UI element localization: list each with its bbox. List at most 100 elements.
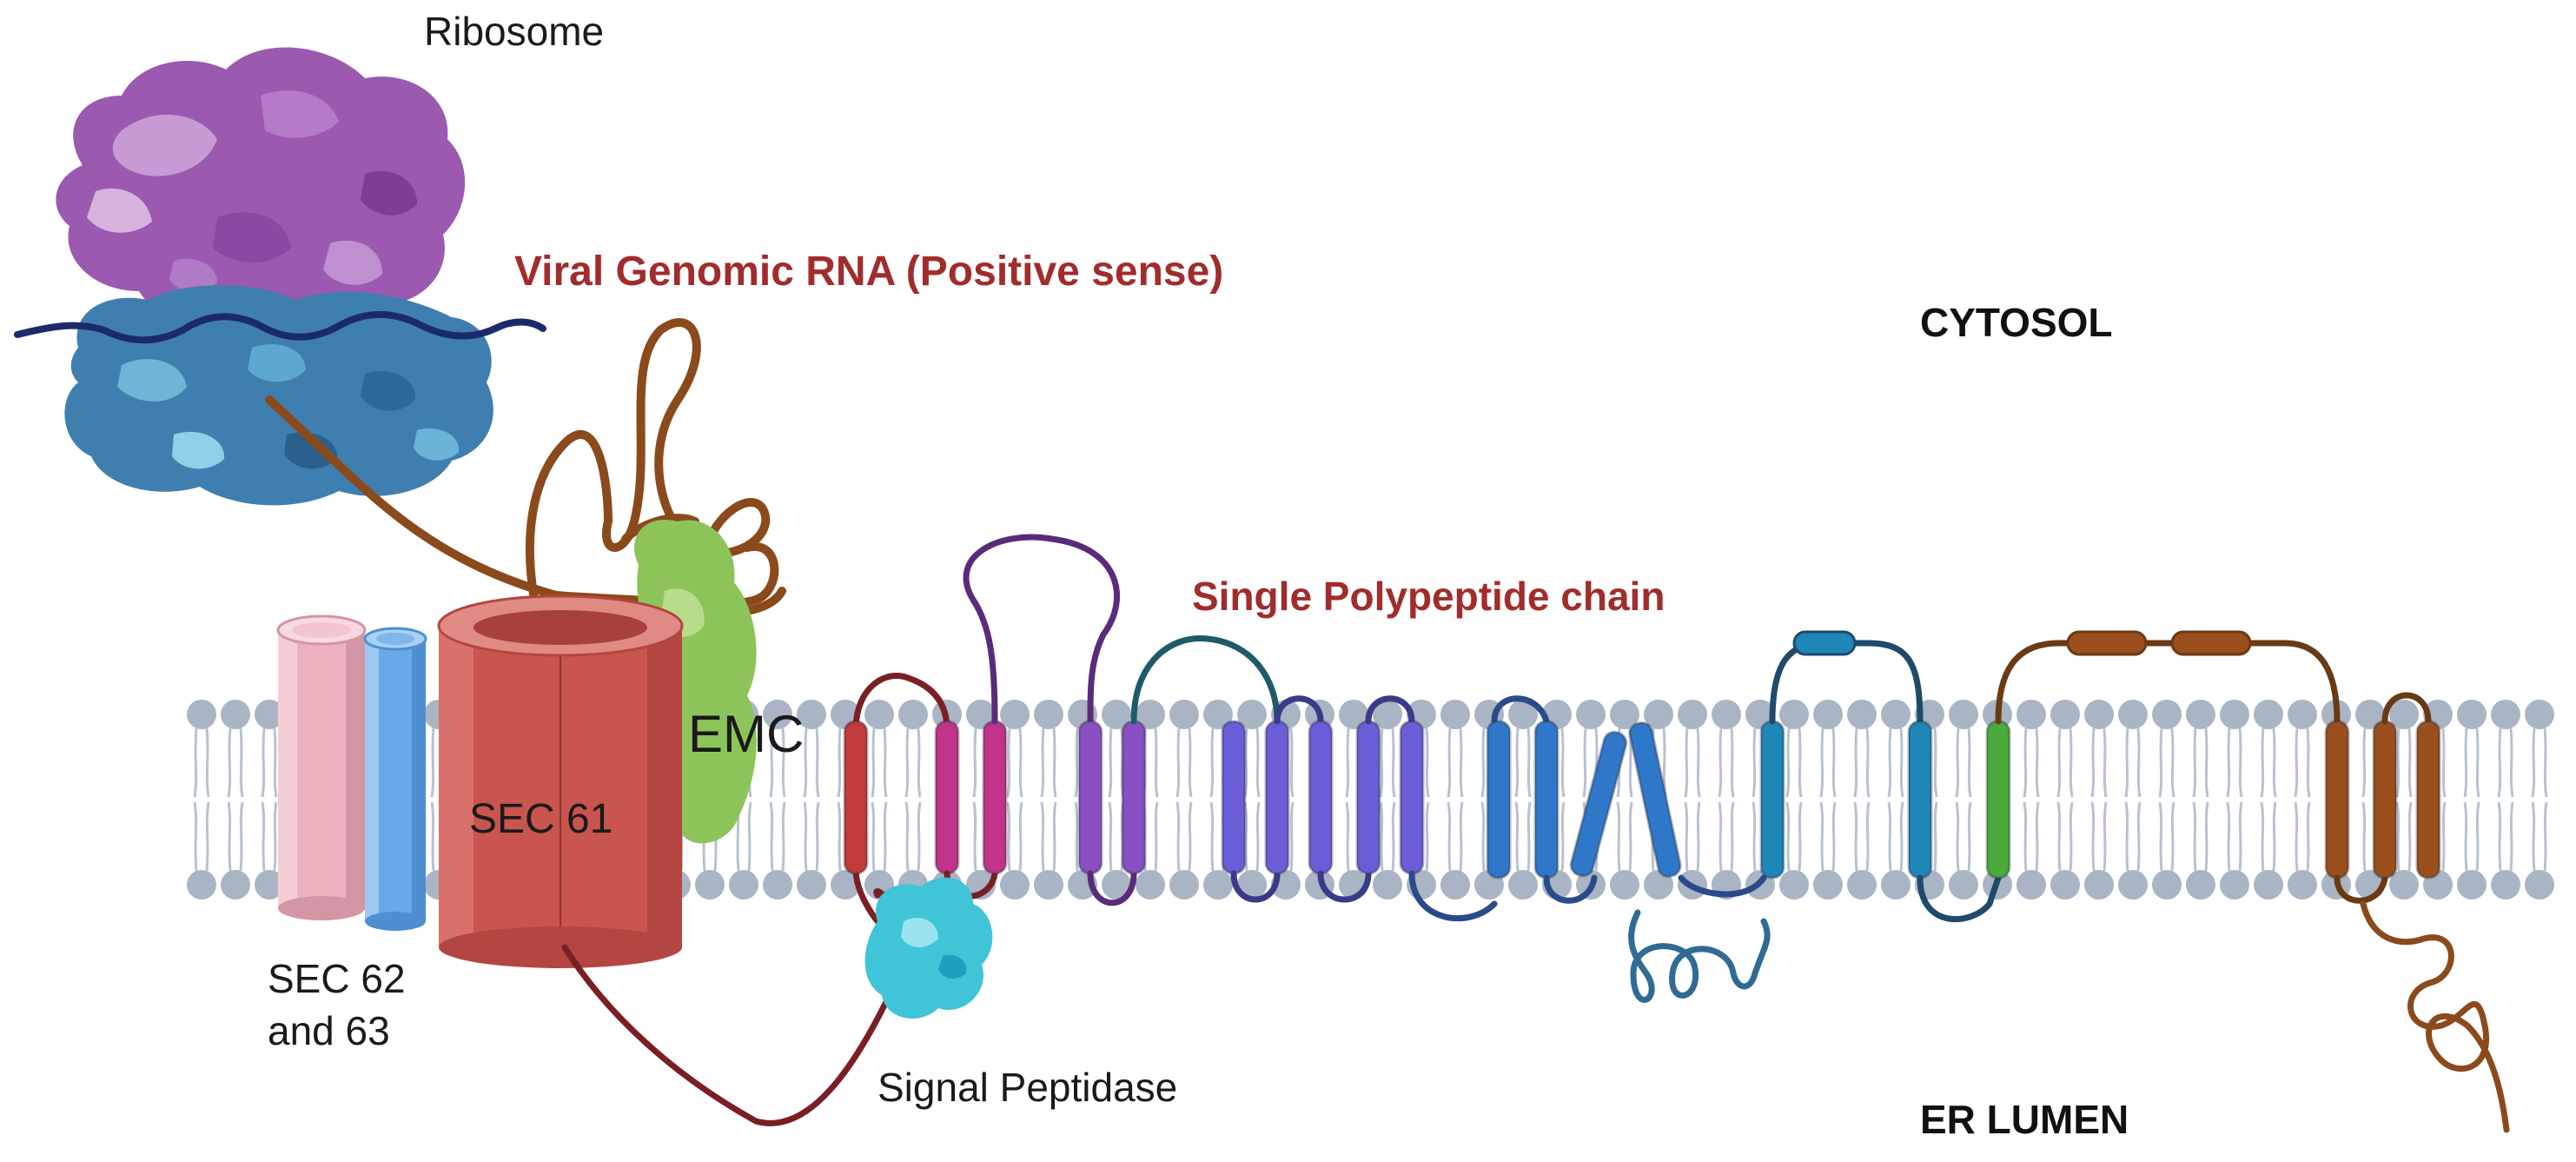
lipid-head <box>763 870 792 900</box>
lipid-head <box>1237 870 1267 900</box>
lipid-head <box>2525 870 2554 900</box>
lipid-head <box>1779 870 1809 900</box>
polypeptide-label: Single Polypeptide chain <box>1192 574 1665 619</box>
lipid-head <box>2016 700 2046 729</box>
lipid-head <box>187 700 216 729</box>
lipid-head <box>2186 870 2215 900</box>
amphipathic-helix <box>1792 630 1857 656</box>
lipid-head <box>255 700 284 729</box>
lipid-head <box>1847 870 1877 900</box>
lipid-head <box>2050 870 2080 900</box>
lipid-head <box>1034 870 1063 900</box>
lipid-head <box>1508 700 1538 729</box>
polypeptide-loop <box>963 534 1120 725</box>
lipid-head <box>1881 870 1910 900</box>
lipid-head <box>1169 870 1199 900</box>
lipid-head <box>695 870 725 900</box>
lipid-head <box>187 870 216 900</box>
lipid-head <box>1576 700 1606 729</box>
signal-peptidase-label: Signal Peptidase <box>877 1065 1178 1110</box>
lipid-head <box>1203 870 1233 900</box>
lipid-head <box>1779 700 1809 729</box>
viral-rna-label: Viral Genomic RNA (Positive sense) <box>514 249 1224 295</box>
lipid-head <box>1610 870 1639 900</box>
lipid-head <box>2118 870 2148 900</box>
sec61-label: SEC 61 <box>469 796 613 842</box>
polypeptide-loop <box>1917 874 2002 922</box>
transmembrane-helix <box>982 720 1008 875</box>
lipid-head <box>2288 870 2317 900</box>
lipid-head <box>2288 700 2317 729</box>
lipid-head <box>2220 700 2249 729</box>
lipid-head <box>1373 870 1402 900</box>
lipid-head <box>1712 700 1741 729</box>
lipid-head <box>1508 870 1538 900</box>
lipid-head <box>1373 700 1402 729</box>
transmembrane-helix <box>1759 720 1785 880</box>
polypeptide-loop <box>1408 870 1498 922</box>
lipid-head <box>1440 700 1470 729</box>
lipid-head <box>1339 700 1368 729</box>
ribosome-large-subunit <box>56 47 466 328</box>
sec62-label-line2: and 63 <box>268 1008 390 1053</box>
transmembrane-helix <box>1486 720 1512 880</box>
lumenal-tail-blue <box>1628 909 1771 1003</box>
lipid-head <box>1136 870 1165 900</box>
lipid-head <box>2084 700 2114 729</box>
transmembrane-helix <box>1121 720 1147 875</box>
polypeptide-loop <box>1274 695 1324 725</box>
lipid-head <box>1881 700 1910 729</box>
polypeptide-loop <box>1678 874 1767 898</box>
polypeptide-loop <box>1491 695 1550 725</box>
lumenal-tail-brown <box>2360 900 2510 1133</box>
transmembrane-helix <box>1907 720 1933 880</box>
lipid-head <box>797 870 826 900</box>
lipid-head <box>221 870 250 900</box>
polypeptide-loop <box>2381 692 2432 725</box>
polypeptide-loop <box>1365 695 1415 725</box>
lipid-head <box>1813 700 1843 729</box>
ribosome-small-subunit <box>64 285 493 506</box>
lipid-head <box>1644 700 1673 729</box>
lipid-head <box>1644 870 1673 900</box>
ribosome-label: Ribosome <box>424 9 605 54</box>
er-lumen-label: ER LUMEN <box>1920 1097 2129 1142</box>
transmembrane-helix <box>2324 720 2350 880</box>
transmembrane-helix <box>2372 720 2398 880</box>
transmembrane-helix <box>1985 720 2011 880</box>
lipid-head <box>898 700 928 729</box>
lipid-head <box>2152 700 2182 729</box>
lipid-head <box>1102 700 1131 729</box>
lipid-head <box>864 700 894 729</box>
transmembrane-helix <box>1569 730 1628 878</box>
transmembrane-helix <box>1308 720 1334 875</box>
polypeptide-loop <box>1230 870 1281 903</box>
cytosol-label: CYTOSOL <box>1920 300 2113 345</box>
transmembrane-helix <box>1355 720 1381 875</box>
transmembrane-helix <box>934 720 960 875</box>
lipid-head <box>2186 700 2215 729</box>
lipid-head <box>1610 700 1639 729</box>
amphipathic-helix <box>2170 630 2252 656</box>
polypeptide-loop <box>1543 874 1598 904</box>
lipid-head <box>2152 870 2182 900</box>
amphipathic-helix <box>2066 630 2148 656</box>
lipid-head <box>221 700 250 729</box>
lipid-head <box>797 700 826 729</box>
lipid-head <box>1000 700 1030 729</box>
lipid-head <box>2016 870 2046 900</box>
viral-rna-strand <box>14 310 546 344</box>
lipid-head <box>1203 700 1233 729</box>
emc-label: EMC <box>688 705 805 763</box>
lipid-head <box>1237 700 1267 729</box>
lipid-head <box>2389 700 2419 729</box>
lipid-head <box>2389 870 2419 900</box>
lipid-head <box>1034 700 1063 729</box>
transmembrane-helix <box>1533 720 1560 880</box>
sec62-cylinder <box>276 614 367 920</box>
lipid-head <box>1000 870 1030 900</box>
lipid-head <box>1102 870 1131 900</box>
polypeptide-loop <box>1087 870 1137 906</box>
